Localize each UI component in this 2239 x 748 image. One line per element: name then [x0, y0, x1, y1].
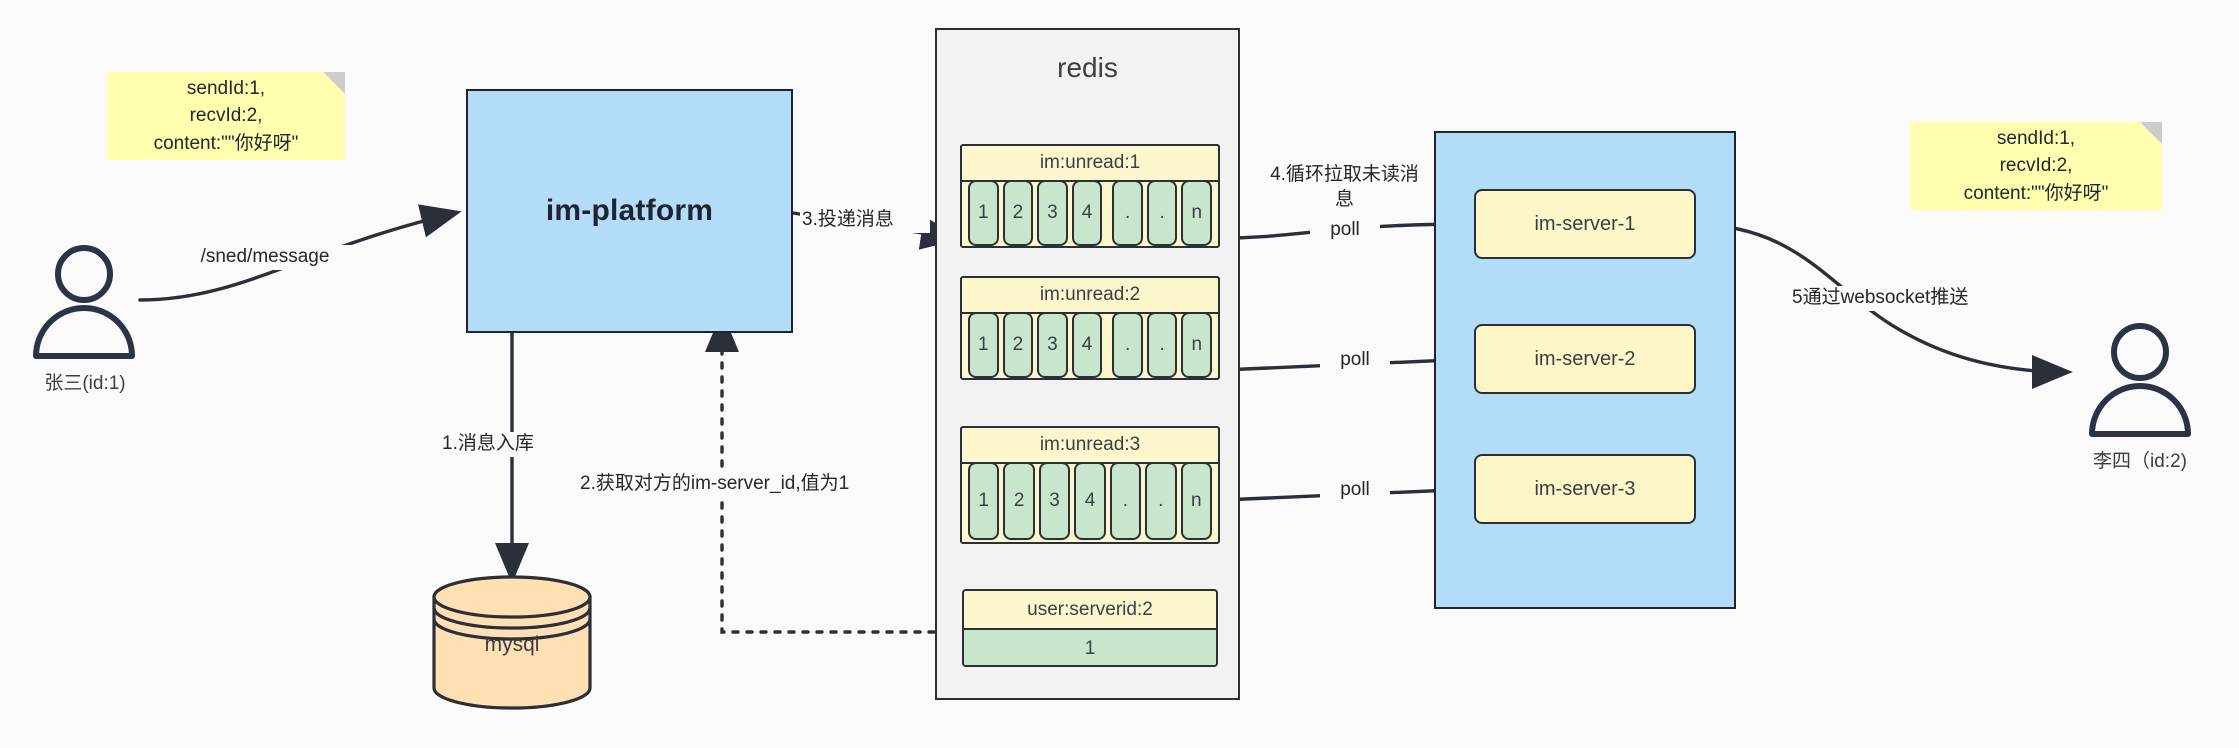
edge-label-step3: 3.投递消息: [800, 208, 930, 233]
list-item: 1: [968, 462, 1000, 540]
list-item: 4: [1071, 180, 1103, 246]
note-fold-icon: [323, 72, 345, 94]
redis-list-3-key: im:unread:3: [962, 428, 1218, 464]
actor-sender: [24, 240, 144, 360]
redis-list-im-unread-3[interactable]: im:unread:3 1 2 3 4 . . n: [960, 426, 1220, 544]
redis-title: redis: [1057, 52, 1118, 83]
edge-label-step5: 5通过websocket推送: [1790, 286, 2010, 311]
list-item: 3: [1038, 462, 1071, 540]
list-item: 2: [1002, 180, 1034, 246]
im-platform-box[interactable]: im-platform: [466, 89, 793, 333]
redis-list-1-key: im:unread:1: [962, 146, 1218, 182]
im-server-2-label: im-server-2: [1534, 347, 1636, 370]
im-server-1-box[interactable]: im-server-1: [1474, 189, 1696, 259]
list-item: 4: [1074, 462, 1106, 540]
mysql-database: mysql: [428, 575, 596, 710]
redis-list-2-cells: 1 2 3 4 . . n: [962, 312, 1218, 378]
im-platform-label: im-platform: [545, 194, 714, 227]
cylinder-database-icon: [432, 575, 592, 710]
im-server-1-label: im-server-1: [1534, 212, 1636, 235]
list-item: n: [1180, 462, 1212, 540]
redis-kv-user-serverid[interactable]: user:serverid:2 1: [962, 589, 1218, 667]
redis-list-im-unread-1[interactable]: im:unread:1 1 2 3 4 . . n: [960, 144, 1220, 248]
list-item: n: [1181, 180, 1213, 246]
redis-list-2-key: im:unread:2: [962, 278, 1218, 314]
edge-label-poll-3: poll: [1320, 478, 1390, 503]
list-item: .: [1146, 312, 1178, 378]
edge-label-poll-2: poll: [1320, 348, 1390, 373]
actor-receiver: [2080, 318, 2200, 438]
mysql-label: mysql: [484, 633, 540, 656]
im-server-3-box[interactable]: im-server-3: [1474, 454, 1696, 524]
list-item: 4: [1071, 312, 1103, 378]
edge-label-step2: 2.获取对方的im-server_id,值为1: [578, 472, 918, 497]
im-server-3-label: im-server-3: [1534, 477, 1636, 500]
note-left-message-payload: sendId:1, recvId:2, content:""你好呀": [107, 72, 345, 160]
actor-sender-label: 张三(id:1): [44, 373, 126, 394]
redis-kv-key: user:serverid:2: [964, 591, 1216, 630]
list-item: 2: [1002, 312, 1034, 378]
list-item: 2: [1003, 462, 1035, 540]
note-fold-icon: [2140, 122, 2162, 144]
edge-label-step4: 4.循环拉取未读消 息: [1252, 163, 1437, 213]
im-server-2-box[interactable]: im-server-2: [1474, 324, 1696, 394]
list-item: 3: [1037, 312, 1068, 378]
note-right-message-payload: sendId:1, recvId:2, content:""你好呀": [1910, 122, 2162, 210]
edge-label-send-message: /sned/message: [165, 245, 365, 270]
list-item: .: [1145, 462, 1177, 540]
list-item: 1: [968, 180, 999, 246]
list-item: .: [1112, 312, 1143, 378]
list-item: .: [1146, 180, 1178, 246]
note-left-text: sendId:1, recvId:2, content:""你好呀": [153, 77, 299, 154]
note-right-text: sendId:1, recvId:2, content:""你好呀": [1963, 127, 2109, 204]
list-item: .: [1109, 462, 1142, 540]
edge-label-poll-1: poll: [1310, 218, 1380, 243]
user-icon: [2089, 323, 2191, 437]
list-item: 3: [1037, 180, 1068, 246]
actor-receiver-label: 李四（id:2): [2093, 451, 2187, 472]
edge-label-step1: 1.消息入库: [440, 432, 600, 457]
redis-list-1-cells: 1 2 3 4 . . n: [962, 180, 1218, 246]
redis-list-3-cells: 1 2 3 4 . . n: [962, 462, 1218, 540]
redis-list-im-unread-2[interactable]: im:unread:2 1 2 3 4 . . n: [960, 276, 1220, 380]
list-item: n: [1181, 312, 1213, 378]
list-item: .: [1112, 180, 1143, 246]
redis-kv-value: 1: [964, 630, 1216, 665]
list-item: 1: [968, 312, 999, 378]
user-icon: [33, 245, 135, 359]
